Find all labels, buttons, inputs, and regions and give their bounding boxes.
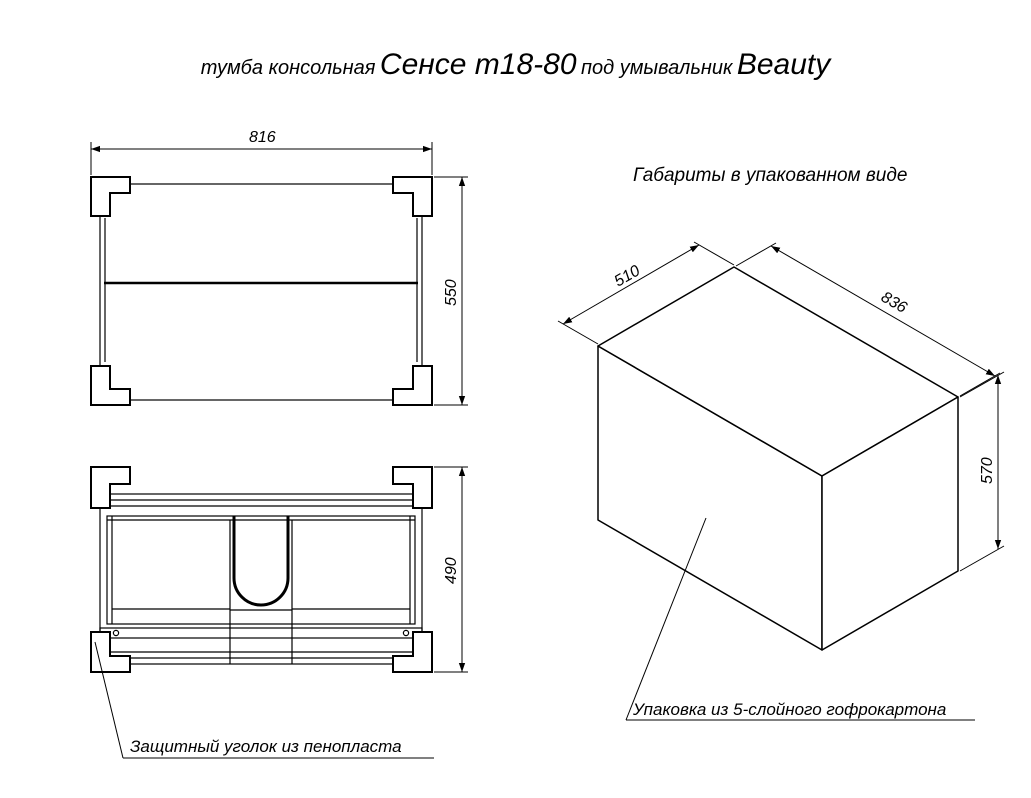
package-note-leader bbox=[625, 517, 975, 721]
bottom-view-depth-dimension bbox=[434, 466, 468, 673]
package-width-dimension bbox=[735, 242, 1001, 397]
top-view-depth-label: 550 bbox=[443, 279, 460, 306]
corner-protector bbox=[90, 365, 131, 406]
package-height-dimension bbox=[959, 371, 1005, 572]
corner-protector bbox=[392, 466, 433, 509]
package-caption: Габариты в упакованном виде bbox=[633, 165, 907, 186]
drawer-box bbox=[106, 515, 416, 625]
bottom-view bbox=[90, 466, 433, 673]
corner-protector bbox=[392, 631, 433, 673]
corner-protector bbox=[392, 365, 433, 406]
corner-protector bbox=[90, 631, 131, 673]
corner-protector bbox=[90, 466, 131, 509]
top-view-body bbox=[99, 183, 423, 401]
package-note: Упаковка из 5-слойного гофрокартона bbox=[632, 700, 946, 719]
package-height-label: 570 bbox=[979, 457, 996, 484]
title-middle: под умывальник bbox=[580, 57, 733, 79]
package-box bbox=[597, 266, 959, 651]
title-model: Сенсе т18-80 bbox=[379, 48, 577, 81]
corner-note-leader bbox=[94, 641, 434, 759]
siphon-cutout bbox=[232, 516, 290, 607]
top-view bbox=[90, 176, 433, 406]
title-brand: Beauty bbox=[736, 48, 831, 81]
title-prefix: тумба консольная bbox=[200, 57, 376, 79]
corner-protector bbox=[392, 176, 433, 217]
package-width-label: 836 bbox=[878, 289, 910, 317]
top-view-width-label: 816 bbox=[249, 129, 276, 146]
drawing-title: тумба консольная Сенсе т18-80 под умывал… bbox=[0, 48, 1031, 82]
package-depth-dimension bbox=[557, 241, 735, 345]
corner-note: Защитный уголок из пенопласта bbox=[130, 737, 402, 756]
corner-protector bbox=[90, 176, 131, 217]
package-side-face bbox=[821, 396, 959, 651]
top-view-width-dimension bbox=[90, 142, 433, 175]
bottom-view-depth-label: 490 bbox=[443, 557, 460, 584]
top-view-depth-dimension bbox=[434, 176, 468, 406]
